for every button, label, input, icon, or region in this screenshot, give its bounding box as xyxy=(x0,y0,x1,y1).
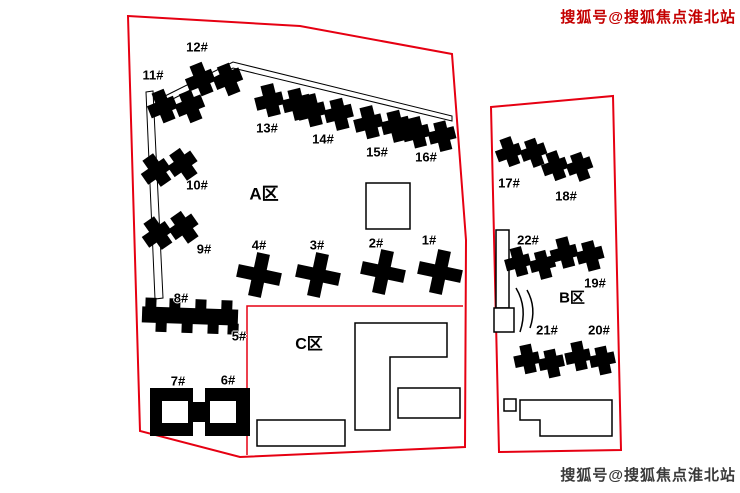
parcel-b-boundary xyxy=(489,94,623,454)
watermark-bottom: 搜狐号@搜狐焦点淮北站 xyxy=(560,467,736,484)
building-20 xyxy=(564,340,616,376)
building-19 xyxy=(549,236,605,272)
building-8-5 xyxy=(141,297,239,335)
building-22 xyxy=(504,246,557,280)
building-9 xyxy=(141,210,199,250)
c-commercial-1 xyxy=(354,322,448,431)
building-10 xyxy=(140,147,198,187)
b-structure-2 xyxy=(493,307,515,333)
building-11 xyxy=(146,88,206,124)
building-2 xyxy=(360,249,406,295)
building-21 xyxy=(513,343,565,379)
b-road-arc-2 xyxy=(526,289,534,329)
b-commercial xyxy=(519,399,613,437)
b-road-arc-1 xyxy=(515,287,524,333)
building-17 xyxy=(494,136,548,168)
building-18 xyxy=(540,150,594,182)
building-7-6 xyxy=(150,388,250,436)
building-1 xyxy=(417,249,463,295)
watermark-top: 搜狐号@搜狐焦点淮北站 xyxy=(560,9,736,26)
c-commercial-2 xyxy=(397,387,461,419)
building-14 xyxy=(296,93,354,131)
building-12 xyxy=(184,61,244,97)
building-3 xyxy=(295,252,341,298)
linear-structure-left xyxy=(145,90,164,300)
building-16 xyxy=(401,116,457,152)
buildings-layer xyxy=(140,61,616,436)
b-structure-3 xyxy=(503,398,517,412)
building-15 xyxy=(353,105,411,143)
building-4 xyxy=(236,252,282,298)
c-commercial-3 xyxy=(256,419,346,447)
amenity-a-square xyxy=(365,182,411,230)
